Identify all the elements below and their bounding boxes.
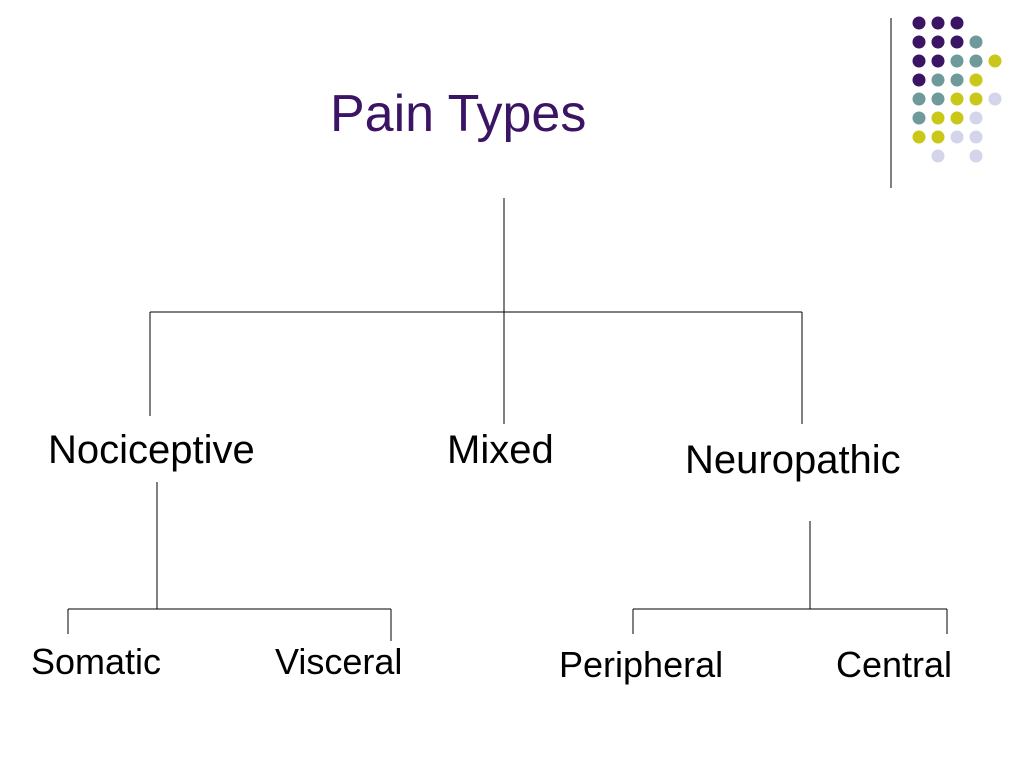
decoration-dot bbox=[950, 130, 964, 144]
decoration-dot bbox=[969, 92, 983, 106]
decoration-dot bbox=[912, 16, 926, 30]
node-neuropathic: Neuropathic bbox=[685, 438, 901, 482]
decoration-dot bbox=[969, 130, 983, 144]
decoration-dot bbox=[950, 73, 964, 87]
decoration-dot bbox=[950, 111, 964, 125]
decoration-dot bbox=[912, 130, 926, 144]
decoration-dot bbox=[950, 16, 964, 30]
node-mixed: Mixed bbox=[447, 428, 554, 472]
decoration-dot bbox=[988, 54, 1002, 68]
decoration-dot bbox=[912, 54, 926, 68]
decoration-dot bbox=[931, 149, 945, 163]
leaf-peripheral: Peripheral bbox=[559, 644, 724, 685]
node-nociceptive: Nociceptive bbox=[48, 428, 255, 472]
decoration-dot bbox=[931, 16, 945, 30]
leaf-visceral: Visceral bbox=[275, 641, 403, 682]
decoration-dot bbox=[969, 35, 983, 49]
leaf-central: Central bbox=[836, 644, 953, 685]
decoration-dot bbox=[969, 111, 983, 125]
decoration-dot bbox=[950, 35, 964, 49]
decoration-dot bbox=[912, 35, 926, 49]
decoration-dot bbox=[969, 73, 983, 87]
decoration-dot bbox=[912, 92, 926, 106]
decoration-dot bbox=[969, 149, 983, 163]
decoration-dot bbox=[912, 111, 926, 125]
decoration-dot bbox=[988, 92, 1002, 106]
decoration-dot bbox=[912, 73, 926, 87]
decoration-dot bbox=[931, 130, 945, 144]
decoration-dot bbox=[969, 54, 983, 68]
decoration-dot bbox=[931, 54, 945, 68]
leaf-somatic: Somatic bbox=[31, 641, 162, 682]
slide-title: Pain Types bbox=[330, 85, 587, 143]
dot-grid-decoration bbox=[912, 16, 1002, 163]
decoration-dot bbox=[950, 54, 964, 68]
decoration-dot bbox=[931, 35, 945, 49]
decoration-dot bbox=[931, 111, 945, 125]
decoration-dot bbox=[931, 92, 945, 106]
decoration-dot bbox=[931, 73, 945, 87]
decoration-dot bbox=[950, 92, 964, 106]
